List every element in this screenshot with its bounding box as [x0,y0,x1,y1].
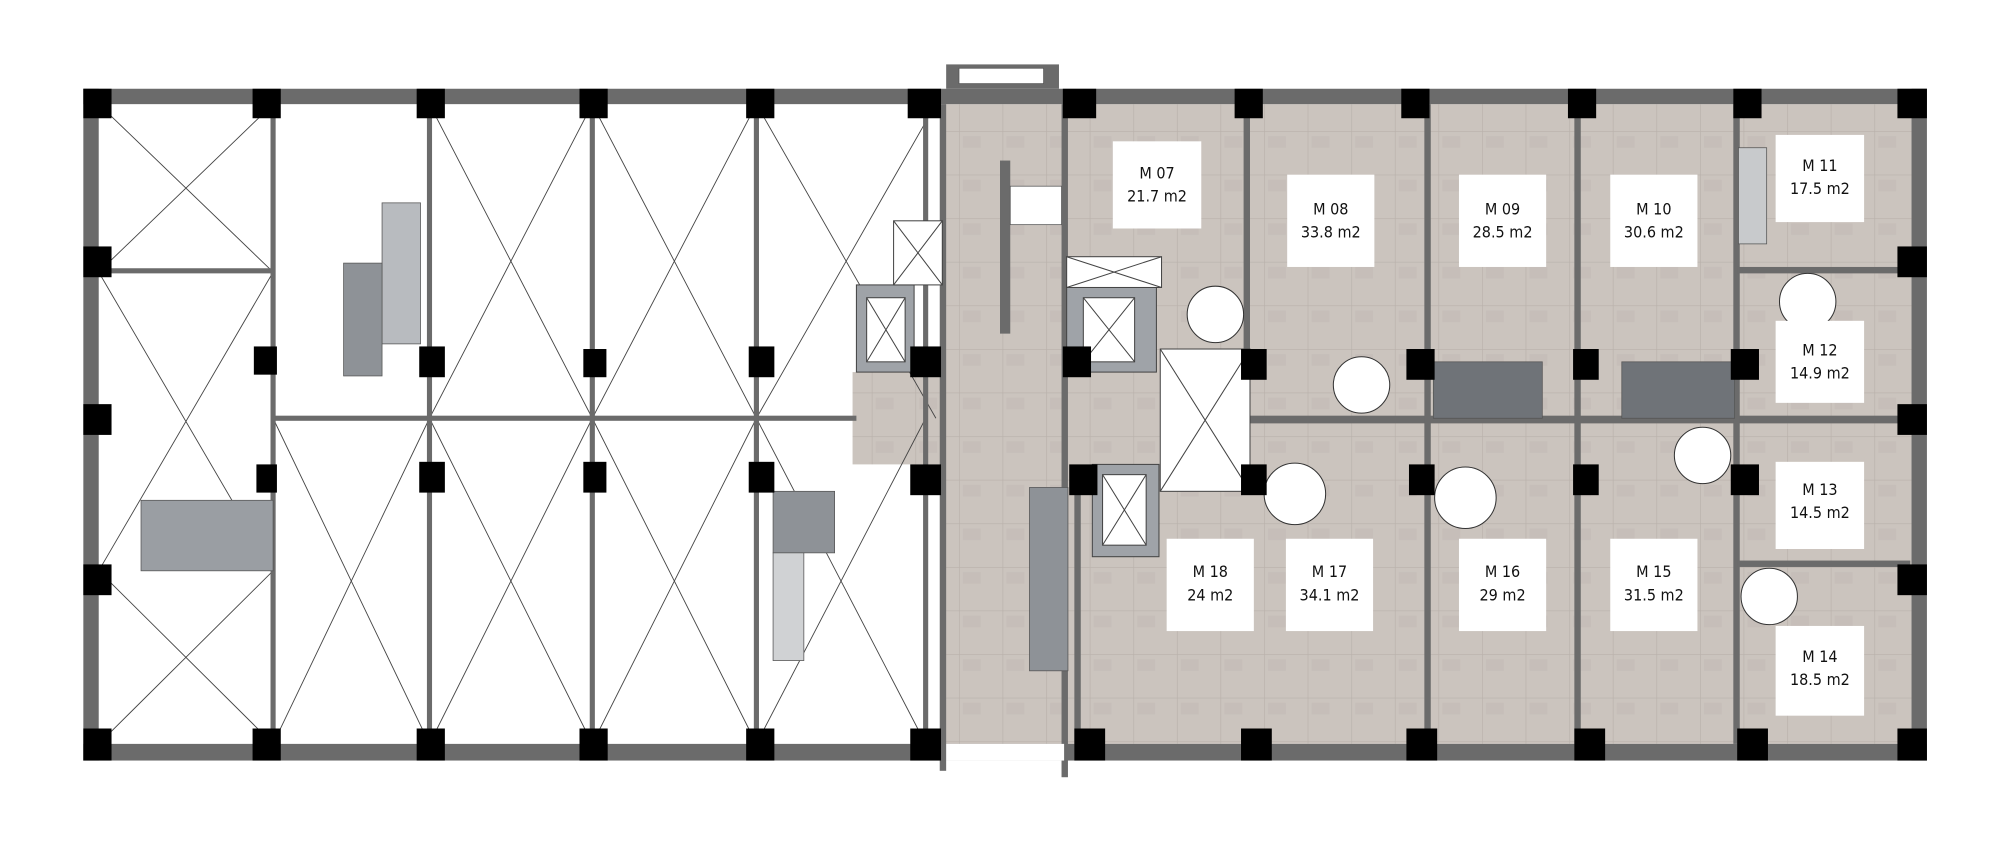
room-label-m13[interactable]: M 13 14.5 m2 [1775,461,1865,550]
corridor-extension [852,372,949,465]
room-number: M 16 [1485,562,1520,581]
room-area: 31.5 m2 [1624,585,1684,604]
room-area: 33.8 m2 [1301,222,1361,241]
room-area: 30.6 m2 [1624,222,1684,241]
room-number: M 14 [1802,647,1837,666]
structural-columns [83,88,1927,761]
room-number: M 11 [1802,156,1837,175]
room-label-m10[interactable]: M 10 30.6 m2 [1610,174,1698,267]
room-label-m18[interactable]: M 18 24 m2 [1166,538,1254,632]
room-label-m08[interactable]: M 08 33.8 m2 [1287,174,1375,267]
unused-floor-area [98,104,945,744]
room-area: 34.1 m2 [1300,585,1360,604]
stairs [140,147,1768,672]
room-label-m16[interactable]: M 16 29 m2 [1458,538,1547,632]
room-label-m17[interactable]: M 17 34.1 m2 [1285,538,1374,632]
room-number: M 07 [1139,164,1174,183]
room-area: 18.5 m2 [1790,670,1850,689]
room-label-m15[interactable]: M 15 31.5 m2 [1610,538,1698,632]
room-label-m09[interactable]: M 09 28.5 m2 [1458,174,1547,267]
room-number: M 09 [1485,199,1520,218]
interior-walls [98,104,1911,778]
room-number: M 10 [1636,199,1671,218]
room-number: M 15 [1636,562,1671,581]
room-number: M 17 [1312,562,1347,581]
room-area: 17.5 m2 [1790,179,1850,198]
room-label-m12[interactable]: M 12 14.9 m2 [1775,320,1865,403]
room-label-m07[interactable]: M 07 21.7 m2 [1112,141,1202,229]
room-number: M 18 [1193,562,1228,581]
entrance-gap [946,743,1065,761]
room-number: M 12 [1802,340,1837,359]
room-area: 21.7 m2 [1127,187,1187,206]
room-area: 29 m2 [1480,585,1526,604]
room-area: 28.5 m2 [1473,222,1533,241]
room-label-m14[interactable]: M 14 18.5 m2 [1775,625,1865,716]
room-label-m11[interactable]: M 11 17.5 m2 [1775,134,1865,223]
room-area: 14.9 m2 [1790,363,1850,382]
entrance-window [958,67,1044,85]
room-area: 14.5 m2 [1790,503,1850,522]
room-number: M 13 [1802,480,1837,499]
room-number: M 08 [1313,199,1348,218]
spiral-stairs [1186,272,1837,626]
room-area: 24 m2 [1187,585,1233,604]
